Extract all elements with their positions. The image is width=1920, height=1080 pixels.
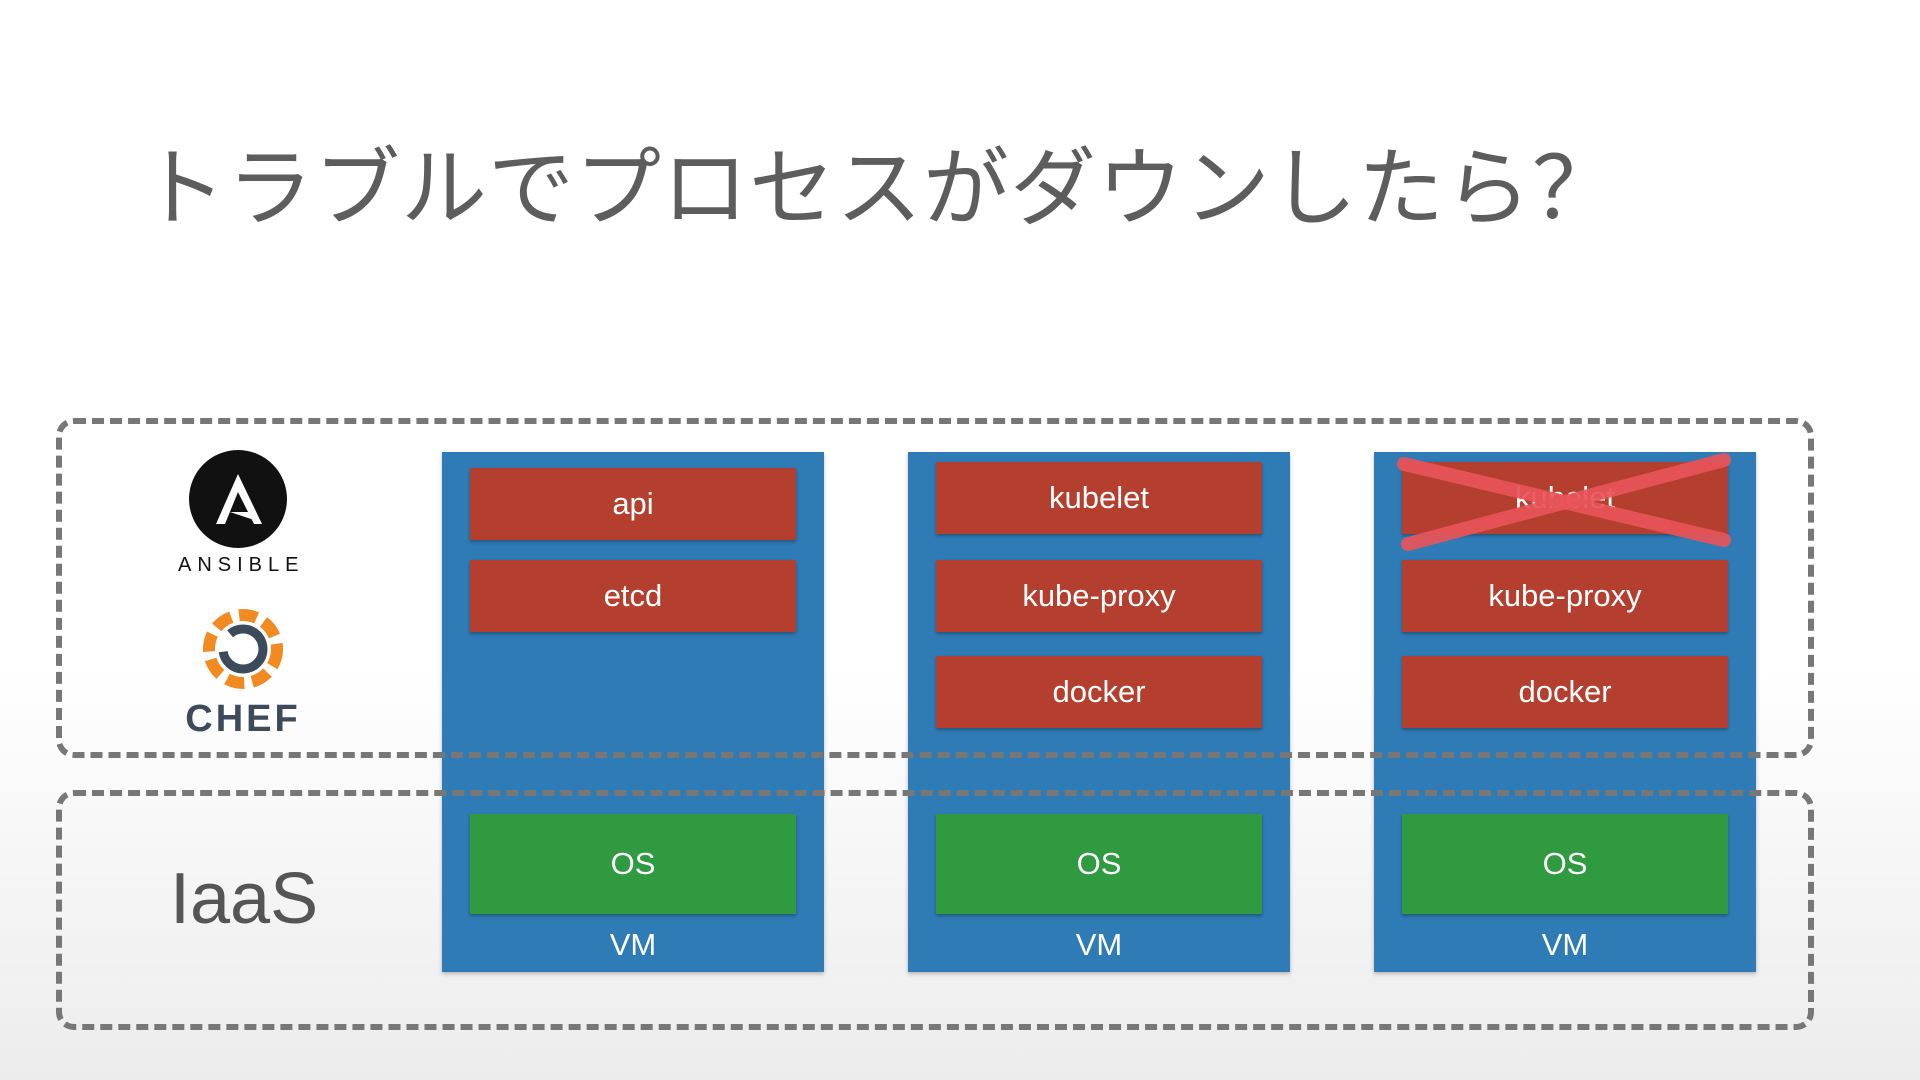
process-etcd: etcd — [470, 560, 796, 632]
os-box: OS — [470, 814, 796, 914]
vm-2: kubelet kube-proxy docker OS VM — [908, 452, 1290, 972]
chef-icon — [203, 609, 283, 689]
vm-label: VM — [1075, 927, 1123, 962]
vm-3: kubelet kube-proxy docker OS VM — [1374, 452, 1756, 972]
page-title: トラブルでプロセスがダウンしたら？ — [140, 139, 1619, 239]
chef-wordmark: CHEF — [185, 698, 301, 740]
iaas-zone — [56, 790, 1814, 1030]
ansible-logo: ANSIBLE — [178, 450, 298, 577]
ansible-icon — [189, 450, 287, 548]
process-docker: docker — [936, 656, 1262, 728]
process-api: api — [470, 468, 796, 540]
process-kube-proxy: kube-proxy — [1402, 560, 1728, 632]
vm-label: VM — [609, 927, 657, 962]
process-kubelet: kubelet — [936, 462, 1262, 534]
vm-1: api etcd OS VM — [442, 452, 824, 972]
vm-label: VM — [1541, 927, 1589, 962]
os-box: OS — [1402, 814, 1728, 914]
iaas-label: IaaS — [170, 859, 319, 939]
process-docker: docker — [1402, 656, 1728, 728]
os-box: OS — [936, 814, 1262, 914]
chef-logo: CHEF — [178, 606, 308, 741]
ansible-wordmark: ANSIBLE — [178, 554, 305, 576]
process-kube-proxy: kube-proxy — [936, 560, 1262, 632]
config-management-zone — [56, 418, 1814, 758]
failure-cross-icon — [1397, 453, 1731, 551]
